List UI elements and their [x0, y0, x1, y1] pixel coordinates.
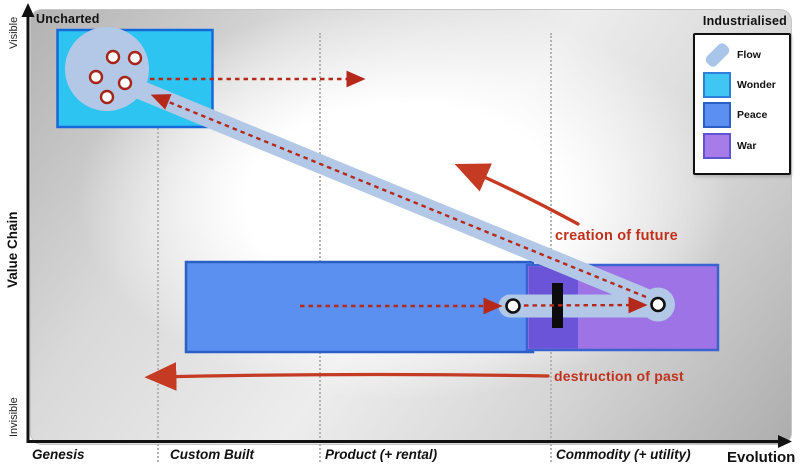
- peace-swatch-icon: [703, 102, 731, 128]
- y-axis-invisible-label: Invisible: [8, 397, 20, 437]
- stage-genesis: Genesis: [32, 447, 85, 462]
- war-swatch-icon: [703, 133, 731, 159]
- gridline-commodity: [550, 33, 552, 462]
- gridline-custom-built: [157, 33, 159, 462]
- destruction-of-past-arrow: [144, 362, 550, 391]
- creation-of-future-arrow: [454, 163, 580, 226]
- uncharted-label: Uncharted: [36, 12, 100, 26]
- creation-of-future-text: creation of future: [555, 228, 678, 244]
- value-chain-axis-arrow-icon: [21, 3, 35, 17]
- y-axis-visible-label: Visible: [8, 16, 20, 49]
- stage-custom-built: Custom Built: [170, 447, 254, 462]
- legend: Flow Wonder Peace War: [693, 33, 791, 175]
- dashed-arrow-to-node2: [523, 296, 648, 314]
- stage-commodity: Commodity (+ utility): [556, 447, 691, 462]
- pipeline-bar: [552, 283, 563, 328]
- legend-label-flow: Flow: [737, 49, 761, 61]
- legend-label-peace: Peace: [737, 109, 768, 121]
- destruction-of-past-text: destruction of past: [554, 368, 684, 384]
- component-node-commodity: [650, 296, 666, 313]
- industrialised-label: Industrialised: [702, 14, 787, 28]
- stage-product: Product (+ rental): [325, 447, 438, 462]
- legend-label-wonder: Wonder: [737, 79, 776, 91]
- y-axis-title: Value Chain: [5, 211, 20, 288]
- gridline-product: [319, 33, 321, 462]
- flow-band-icon: [703, 41, 732, 69]
- dashed-arrow-to-genesis: [150, 94, 647, 299]
- legend-label-war: War: [737, 140, 757, 152]
- x-axis-title: Evolution: [727, 449, 796, 466]
- component-node-product: [505, 298, 521, 314]
- genesis-idea-nodes: [88, 49, 143, 105]
- evolution-axis-arrow-icon: [778, 435, 792, 448]
- wonder-swatch-icon: [703, 72, 731, 98]
